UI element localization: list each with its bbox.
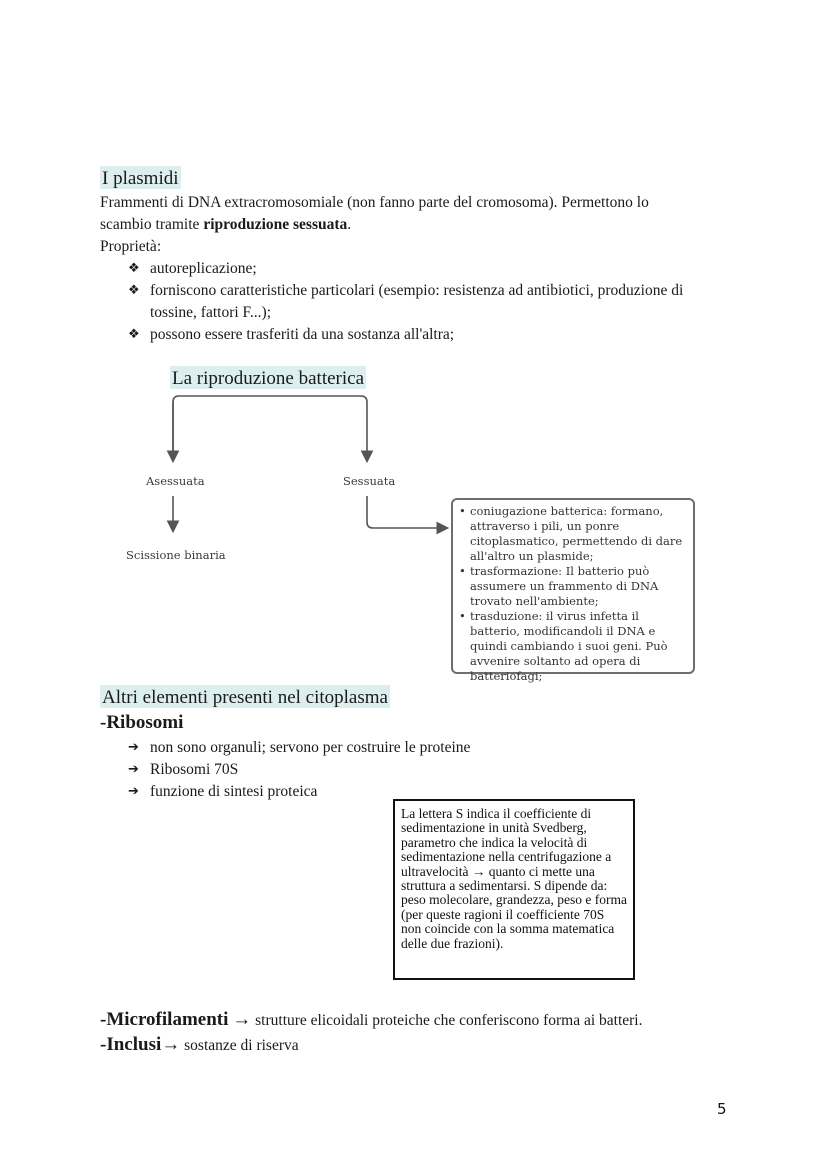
section-title-citoplasma: Altri elementi presenti nel citoplasma (100, 685, 390, 708)
inclusi-heading: -Inclusi (100, 1034, 162, 1055)
list-item: ➔Ribosomi 70S (128, 759, 628, 781)
microfilamenti-text: strutture elicoidali proteiche che confe… (255, 1012, 643, 1029)
ribosomi-list: ➔non sono organuli; servono per costruir… (128, 737, 628, 803)
arrow-bullet-icon: ➔ (128, 762, 139, 777)
right-arrow-icon: → (161, 1034, 181, 1055)
list-item: trasduzione: il virus infetta il batteri… (459, 609, 687, 684)
diamond-bullet-icon: ❖ (128, 327, 140, 342)
section-title-plasmidi: I plasmidi (100, 166, 181, 189)
plasmidi-intro: Frammenti di DNA extracromosomiale (non … (100, 192, 740, 258)
list-item: ❖possono essere trasferiti da una sostan… (128, 324, 728, 346)
label-scissione-binaria: Scissione binaria (126, 548, 226, 562)
list-item: ❖forniscono caratteristiche particolari … (128, 280, 728, 302)
microfilamenti-heading: -Microfilamenti (100, 1009, 229, 1030)
proprieta-label: Proprietà: (100, 238, 162, 255)
split-connector (172, 395, 374, 464)
diamond-bullet-icon: ❖ (128, 261, 140, 276)
arrow-bullet-icon: ➔ (128, 784, 139, 799)
svedberg-note-box: La lettera S indica il coefficiente di s… (393, 799, 635, 980)
page-number: 5 (717, 1100, 727, 1118)
list-item: ➔funzione di sintesi proteica (128, 781, 628, 803)
sessuata-list: coniugazione batterica: formano, attrave… (459, 504, 687, 684)
ribosomi-heading: -Ribosomi (100, 712, 184, 733)
sessuata-box: coniugazione batterica: formano, attrave… (451, 498, 695, 683)
arrow-bullet-icon: ➔ (128, 740, 139, 755)
riproduzione-sessuata-bold: riproduzione sessuata (203, 216, 348, 233)
label-asessuata: Asessuata (146, 474, 205, 488)
microfilamenti-line: -Microfilamenti → strutture elicoidali p… (100, 1009, 642, 1031)
diagram-connectors (166, 395, 450, 535)
plasmidi-intro-line-1: Frammenti di DNA extracromosomiale (non … (100, 194, 649, 211)
diamond-bullet-icon: ❖ (128, 283, 140, 298)
proprieta-list: ❖autoreplicazione; ❖forniscono caratteri… (128, 258, 728, 346)
list-item: ➔non sono organuli; servono per costruir… (128, 737, 628, 759)
right-arrow-icon: → (232, 1009, 252, 1030)
list-item: coniugazione batterica: formano, attrave… (459, 504, 687, 564)
plasmidi-intro-line-2: scambio tramite riproduzione sessuata. (100, 216, 352, 233)
list-item: ❖autoreplicazione; (128, 258, 728, 280)
list-item-continuation: tossine, fattori F...); (150, 304, 272, 321)
inclusi-line: -Inclusi→ sostanze di riserva (100, 1034, 299, 1056)
list-item: trasformazione: Il batterio può assumere… (459, 564, 687, 609)
arrow-to-sessuata-box (366, 496, 450, 535)
diagram-title: La riproduzione batterica (170, 366, 367, 389)
inclusi-text: sostanze di riserva (184, 1037, 299, 1054)
label-sessuata: Sessuata (343, 474, 396, 488)
